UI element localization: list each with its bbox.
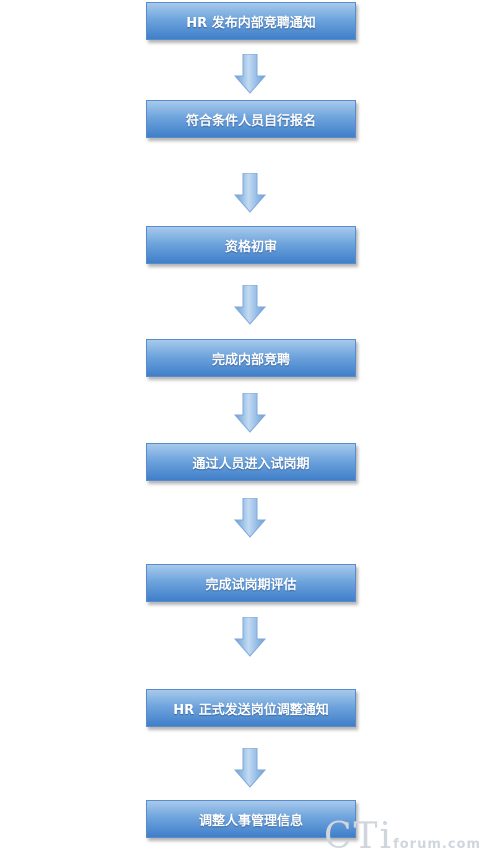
watermark-main: CTi — [324, 816, 394, 857]
down-arrow-icon — [234, 393, 266, 433]
step-8-update-hr-records: 调整人事管理信息 — [146, 800, 356, 838]
step-1-hr-notice: HR 发布内部竞聘通知 — [146, 2, 356, 40]
down-arrow-icon — [234, 285, 266, 325]
down-arrow-icon — [234, 748, 266, 788]
step-5-trial-period: 通过人员进入试岗期 — [146, 443, 356, 481]
watermark-domain: forum.com — [393, 837, 481, 852]
down-arrow-icon — [234, 173, 266, 213]
down-arrow-icon — [234, 54, 266, 94]
down-arrow-icon — [234, 617, 266, 657]
step-2-self-register: 符合条件人员自行报名 — [146, 100, 356, 138]
step-6-trial-evaluation: 完成试岗期评估 — [146, 564, 356, 602]
down-arrow-icon — [234, 498, 266, 538]
step-4-internal-competition: 完成内部竞聘 — [146, 339, 356, 377]
step-3-initial-review: 资格初审 — [146, 226, 356, 264]
watermark-logo: CTiforum.com — [324, 814, 494, 860]
step-7-position-adjust-notice: HR 正式发送岗位调整通知 — [146, 689, 356, 727]
